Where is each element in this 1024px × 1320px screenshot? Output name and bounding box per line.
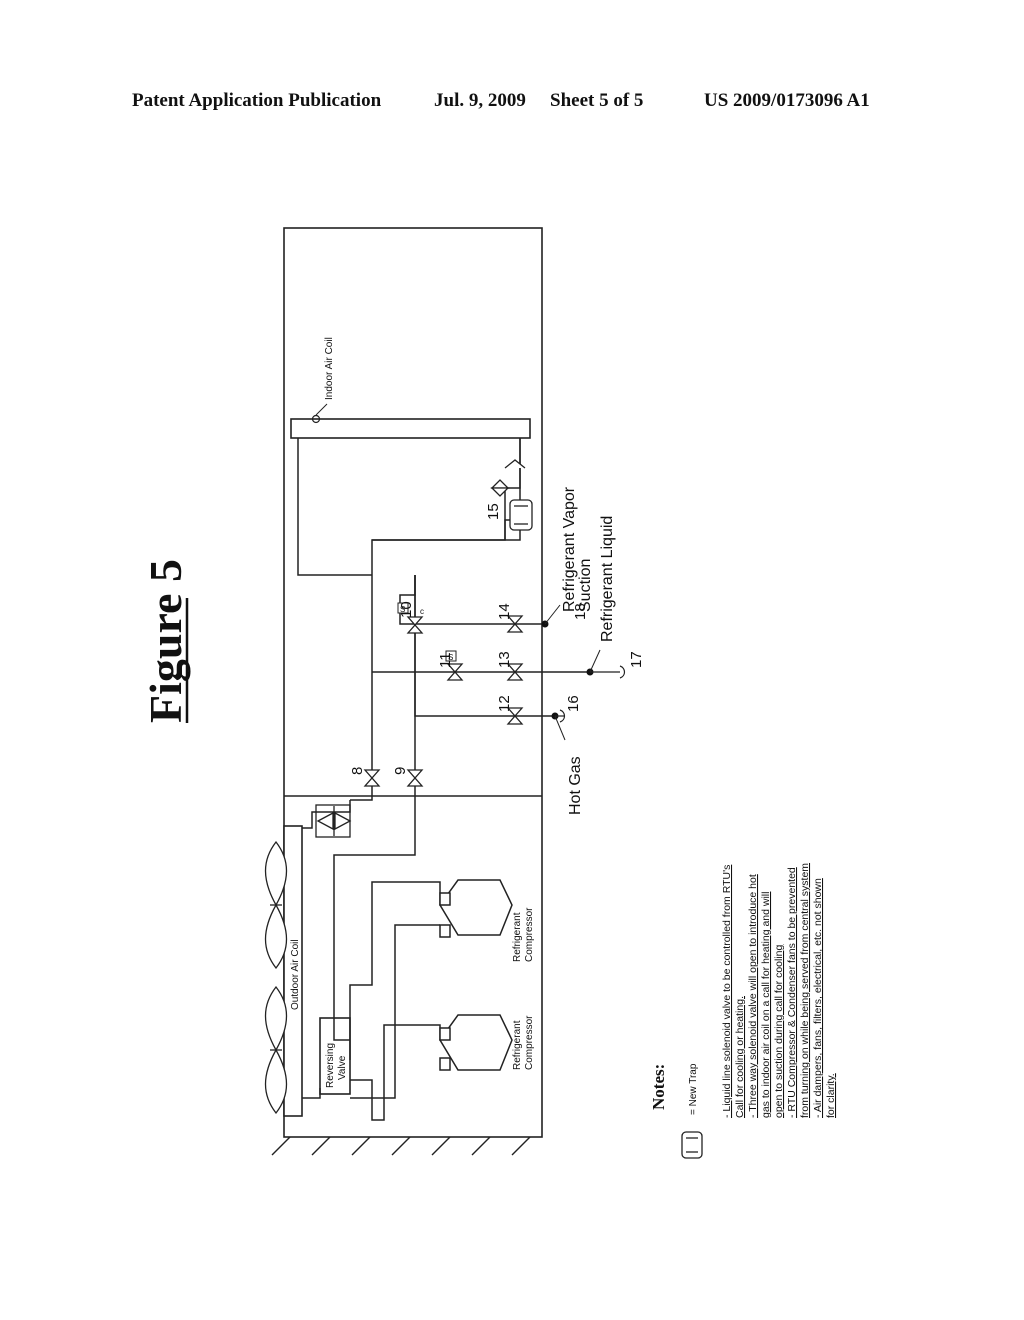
callout-12: 12	[496, 695, 513, 712]
publication-label: Patent Application Publication	[132, 90, 382, 111]
valve-icon	[406, 769, 424, 787]
refrigerant-liquid-label: Refrigerant Liquid	[599, 516, 616, 642]
valve-icon	[363, 769, 381, 787]
hot-gas-label: Hot Gas	[567, 756, 584, 815]
note-line: gas to indoor air coil on a call for hea…	[760, 892, 772, 1118]
condenser-fan-icon	[264, 985, 288, 1115]
reversing-valve	[319, 1017, 351, 1095]
check-valve-assembly	[315, 804, 352, 838]
callout-13: 13	[496, 651, 513, 668]
valve-icon	[506, 707, 524, 725]
callout-16: 16	[565, 695, 582, 712]
refrigerant-vapor-label: Refrigerant Vapor	[561, 486, 578, 612]
notes-legend: = New Trap	[688, 1063, 699, 1115]
enclosure	[283, 227, 543, 1138]
publication-date: Jul. 9, 2009	[434, 90, 526, 111]
outdoor-air-coil	[283, 825, 303, 1117]
compressor-label: Refrigerant	[512, 1020, 523, 1070]
compressor-label: Compressor	[524, 1015, 535, 1070]
note-line: open to suction during call for cooling	[773, 944, 785, 1118]
note-line: Call for cooling or heating.	[734, 996, 746, 1118]
pipe-break-marks	[555, 665, 626, 723]
valves	[363, 615, 524, 787]
callout-14: 14	[496, 603, 513, 620]
valve-icon	[446, 663, 464, 681]
ground-hatch	[271, 1136, 531, 1156]
new-trap-legend-icon	[681, 1131, 703, 1159]
valve-icon	[506, 615, 524, 633]
solenoid-valve-11	[445, 650, 457, 662]
callout-18: 18	[572, 603, 589, 620]
sheet-number: Sheet 5 of 5	[550, 90, 644, 111]
callout-numbers: 8 9 10 11 12 13 14 15 16 17 18	[349, 503, 645, 775]
indoor-air-coil	[290, 418, 531, 439]
notes-heading: Notes:	[649, 1064, 668, 1110]
outdoor-air-coil-label: Outdoor Air Coil	[290, 939, 301, 1010]
callout-10: 10	[398, 601, 415, 618]
valve-icon	[406, 616, 424, 634]
indoor-valve-check	[490, 459, 526, 497]
solenoid-valve-10	[397, 602, 409, 614]
reversing-valve-label: Reversing	[325, 1043, 336, 1088]
note-line: - Air dampers, fans, filters, electrical…	[812, 878, 824, 1118]
new-trap-15	[509, 499, 533, 531]
three-way-port-tag: c	[420, 607, 424, 616]
note-line: - RTU Compressor & Condenser fans to be …	[786, 867, 798, 1118]
condenser-fan-icon	[264, 840, 288, 970]
note-line: - Liquid line solenoid valve to be contr…	[721, 865, 733, 1118]
refrigerant-compressor	[439, 1014, 513, 1071]
callout-11: 11	[437, 652, 454, 668]
refrigerant-vapor-label: Suction	[577, 559, 594, 612]
refrigerant-compressor	[439, 879, 513, 938]
valve-icon	[506, 663, 524, 681]
compressor-label: Compressor	[524, 907, 535, 962]
reversing-valve-label: Valve	[337, 1055, 348, 1080]
compressor-label: Refrigerant	[512, 912, 523, 962]
callout-9: 9	[392, 767, 409, 775]
indoor-air-coil-label: Indoor Air Coil	[324, 337, 335, 400]
solenoid-tag: S	[448, 653, 453, 662]
callout-8: 8	[349, 767, 366, 775]
note-line: from turning on while being served from …	[799, 863, 811, 1118]
note-line: for clarity.	[825, 1073, 837, 1118]
callout-17: 17	[628, 651, 645, 668]
note-line: - Three way solenoid valve will open to …	[747, 874, 759, 1118]
solenoid-tag: S	[400, 605, 405, 614]
figure-title: Figure 5	[140, 559, 191, 723]
patent-number: US 2009/0173096 A1	[704, 90, 870, 111]
callout-15: 15	[485, 503, 502, 520]
notes-list: - Liquid line solenoid valve to be contr…	[721, 863, 837, 1118]
indoor-coil-marker	[311, 414, 321, 424]
